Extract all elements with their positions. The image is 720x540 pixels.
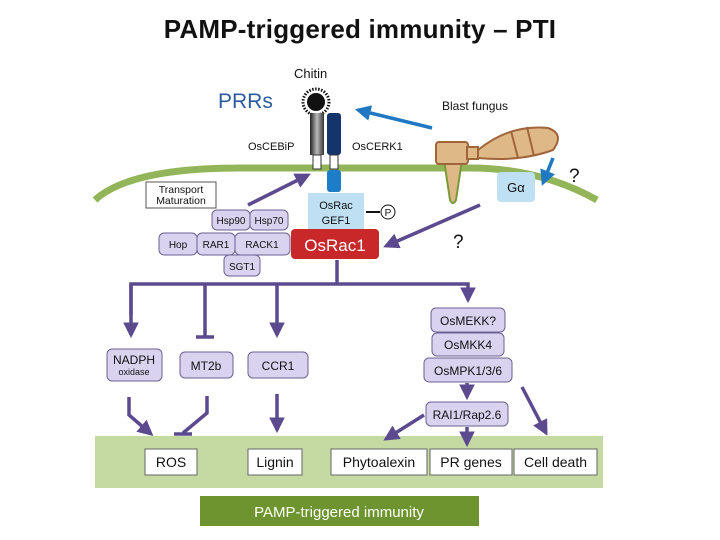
output-box-pr-genes <box>429 448 513 476</box>
sgt1-node <box>223 254 261 277</box>
output-arrows <box>127 383 548 448</box>
hsp70-label: Hsp70 <box>255 216 284 227</box>
mt2b-label: MT2b <box>191 359 222 373</box>
output-label-cell-death: Cell death <box>524 454 587 470</box>
pti-footer-bar <box>200 496 479 526</box>
osrac1-box <box>291 229 379 259</box>
g-alpha-label: Gα <box>507 180 525 195</box>
ccr1-label: CCR1 <box>262 359 295 373</box>
sgt1-label: SGT1 <box>229 262 256 273</box>
chaperone-to-receptor-arrow <box>247 173 311 207</box>
osmkk4-node <box>431 332 505 357</box>
maturation-label: Maturation <box>156 195 206 207</box>
pti-footer-label: PAMP-triggered immunity <box>254 504 424 521</box>
fungus-to-cerk1-arrow <box>354 105 433 130</box>
chitin-icon <box>301 87 331 117</box>
hsp90-label: Hsp90 <box>217 216 246 227</box>
fungus-to-galpha-arrow <box>540 157 555 186</box>
phospho-icon <box>380 204 396 220</box>
osrac-gef1-label-line2: GEF1 <box>322 215 351 227</box>
oscebip-label: OsCEBiP <box>248 141 294 153</box>
oxidase-label: oxidase <box>118 367 149 377</box>
chitin-label: Chitin <box>294 66 327 81</box>
output-label-phytoalexin: Phytoalexin <box>343 454 415 470</box>
output-box-phytoalexin <box>330 448 428 476</box>
prrs-label: PRRs <box>218 90 273 113</box>
hop-label: Hop <box>169 240 188 251</box>
transport-maturation-box <box>145 181 217 209</box>
output-boxes: ROS Lignin Phytoalexin PR genes Cell death <box>144 448 598 476</box>
osmekk-node <box>430 307 506 333</box>
g-alpha-box <box>497 172 535 202</box>
nadph-label: NADPH <box>113 353 155 367</box>
plasma-membrane <box>92 164 599 204</box>
output-box-lignin <box>247 448 303 476</box>
oscerk1-label: OsCERK1 <box>352 141 403 153</box>
mt2b-node <box>179 351 234 379</box>
rack1-label: RACK1 <box>245 240 279 251</box>
output-box-ros <box>144 448 198 476</box>
rai1-node <box>425 401 509 427</box>
osmpk-label: OsMPK1/3/6 <box>434 364 502 378</box>
ccr1-node <box>247 351 309 379</box>
osmkk4-label: OsMKK4 <box>444 338 492 352</box>
galpha-to-osrac1-arrow <box>383 203 481 249</box>
output-box-cell-death <box>513 448 598 476</box>
output-label-ros: ROS <box>156 454 186 470</box>
signal-branch-lines <box>123 260 476 339</box>
output-label-pr-genes: PR genes <box>440 454 501 470</box>
blast-fungus-label: Blast fungus <box>442 99 508 113</box>
chaperone-complex: Hsp90 Hsp70 Hop RAR1 RACK1 SGT1 <box>158 209 291 277</box>
nadph-oxidase-node <box>106 348 163 382</box>
osrac-gef1-box <box>308 193 364 233</box>
rai1-label: RAI1/Rap2.6 <box>433 408 502 422</box>
osrac-gef1-label-line1: OsRac <box>319 200 353 212</box>
question-mark-fungus: ? <box>569 166 580 187</box>
blast-fungus-icon <box>435 126 559 204</box>
oscebip-receptor <box>310 113 324 170</box>
oscerk1-receptor <box>327 113 341 192</box>
phospho-label: P <box>385 208 392 219</box>
osmekk-label: OsMEKK? <box>440 314 496 328</box>
osmpk-node <box>423 357 513 383</box>
transport-label: Transport <box>159 184 204 196</box>
slide-title: PAMP-triggered immunity – PTI <box>163 14 557 44</box>
rar1-label: RAR1 <box>203 240 230 251</box>
hsp70-node <box>249 209 289 231</box>
output-label-lignin: Lignin <box>256 454 293 470</box>
rack1-node <box>234 232 291 256</box>
osrac1-label: OsRac1 <box>304 236 365 255</box>
question-mark-rac: ? <box>453 232 464 253</box>
